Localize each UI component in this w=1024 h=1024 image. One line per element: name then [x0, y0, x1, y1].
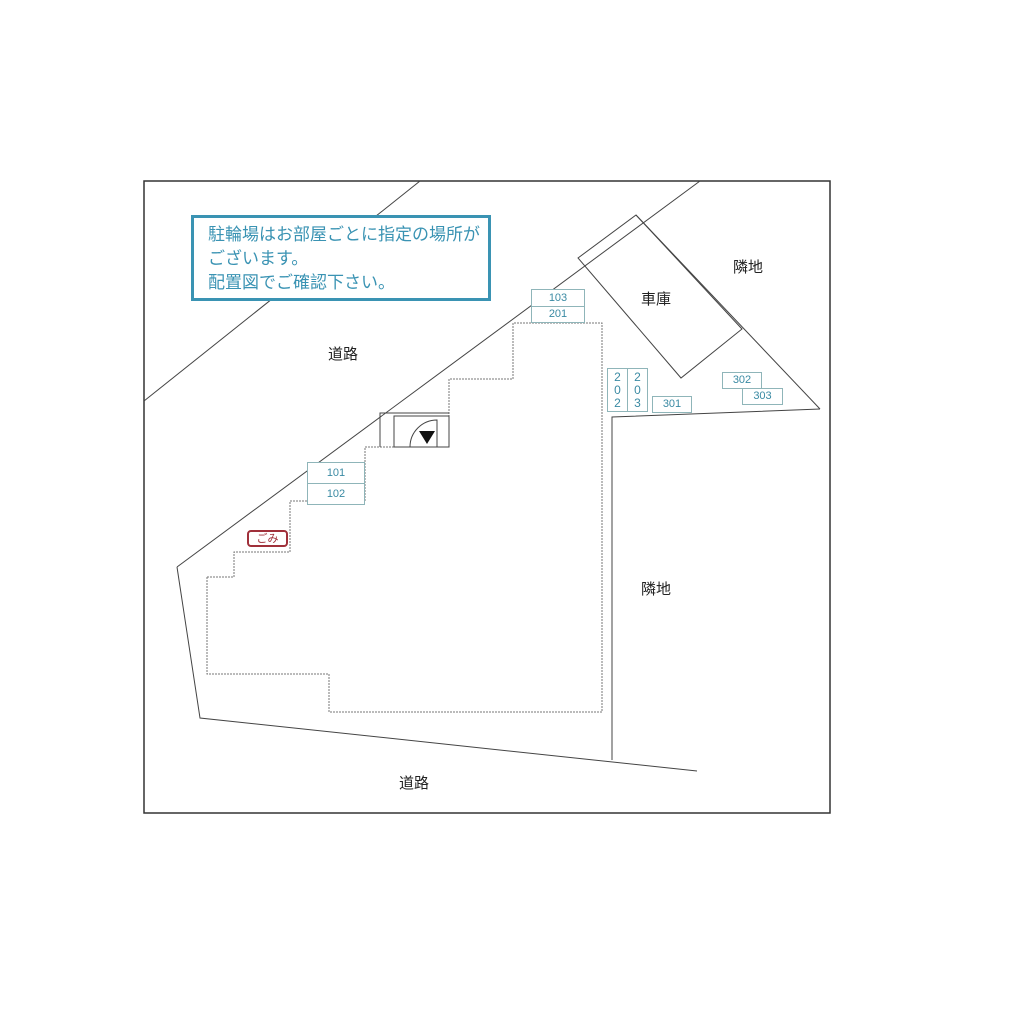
door-swing [409, 419, 438, 448]
bike-slot-202: 2 0 2 [607, 368, 628, 412]
bike-slot-302: 302 [722, 372, 762, 389]
lot-boundary [176, 566, 698, 772]
entrance-triangle-icon [419, 431, 435, 444]
neighbor-diagonal [635, 214, 821, 410]
entrance-box [393, 415, 450, 448]
slot-digit: 3 [634, 396, 641, 410]
notice-line: 駐輪場はお部屋ごとに指定の場所が [208, 225, 480, 245]
slot-digit: 0 [614, 383, 621, 397]
bike-slot-203: 2 0 3 [627, 368, 648, 412]
garage-label: 車庫 [641, 290, 672, 308]
bicycle-parking-notice: 駐輪場はお部屋ごとに指定の場所が ございます。 配置図でご確認下さい。 [191, 215, 491, 301]
notice-line: ございます。 [208, 249, 309, 269]
bike-slot-201: 201 [531, 306, 585, 323]
bike-slot-103: 103 [531, 289, 585, 307]
neighbor-label-top: 隣地 [733, 258, 764, 276]
slot-digit: 2 [614, 396, 621, 410]
building-outline [206, 322, 603, 713]
notice-line: 配置図でご確認下さい。 [208, 273, 395, 293]
road-edge-line [176, 180, 701, 568]
slot-digit: 2 [614, 370, 621, 384]
neighbor-boundary [611, 408, 821, 760]
bike-slot-101: 101 [307, 462, 365, 484]
map-frame [143, 180, 831, 814]
entrance-wall [379, 412, 449, 447]
road-label-top: 道路 [328, 345, 359, 363]
slot-digit: 2 [634, 370, 641, 384]
road-label-bottom: 道路 [399, 774, 430, 792]
neighbor-label-right: 隣地 [641, 580, 672, 598]
garbage-station-label: ごみ [247, 530, 288, 547]
bike-slot-303: 303 [742, 388, 783, 405]
garage-outline [577, 214, 743, 379]
slot-digit: 0 [634, 383, 641, 397]
bike-slot-301: 301 [652, 396, 692, 413]
bike-slot-102: 102 [307, 483, 365, 505]
